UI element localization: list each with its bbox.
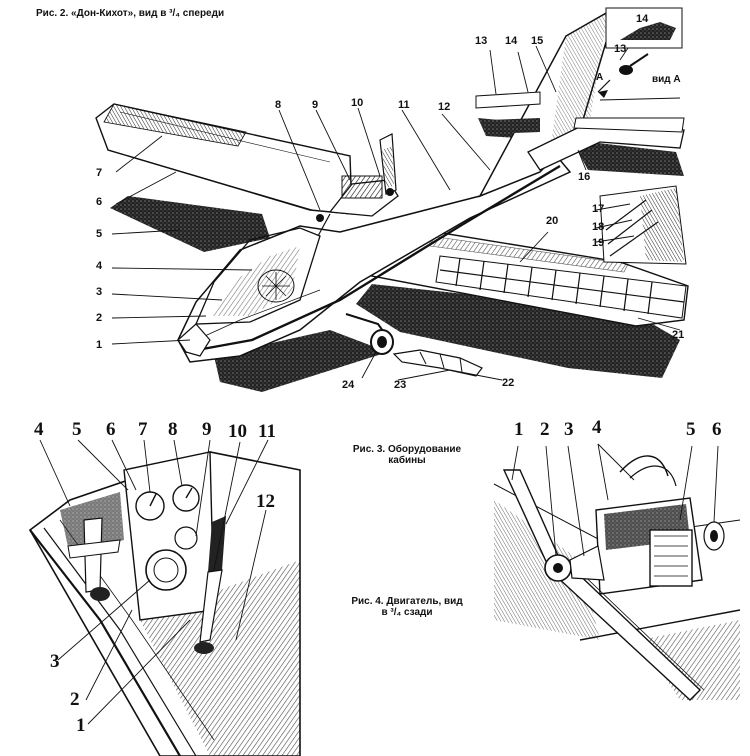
- fig2-label-20: 20: [546, 215, 559, 227]
- fig4-label-2: 2: [540, 419, 550, 440]
- fig3-label-11: 11: [258, 421, 276, 442]
- engine-pylon: [316, 133, 399, 237]
- control-stick: [194, 516, 226, 654]
- fig3-label-4: 4: [34, 419, 44, 440]
- fig2-label-14: 14: [505, 35, 518, 47]
- fig2-label-15: 15: [531, 35, 544, 47]
- fig3-label-8: 8: [168, 419, 178, 440]
- fig2-label-16: 16: [578, 171, 591, 183]
- view-a-caption: вид А: [652, 74, 681, 85]
- fig2-label-19: 19: [592, 237, 605, 249]
- fig3-label-3: 3: [50, 651, 60, 672]
- fig2-caption: Рис. 2. «Дон-Кихот», вид в ³/₄ спереди: [36, 8, 225, 19]
- fig3-caption: Рис. 3. Оборудование кабины: [352, 444, 462, 466]
- view-a-marker: А: [596, 72, 604, 83]
- fig3-label-12: 12: [256, 491, 275, 512]
- fig2-label-6: 6: [96, 196, 103, 208]
- fig3-label-5: 5: [72, 419, 82, 440]
- fig3-label-6: 6: [106, 419, 116, 440]
- fig4-label-4: 4: [592, 417, 602, 438]
- fuselage: [177, 159, 572, 363]
- inset-label-14: 14: [636, 13, 649, 25]
- rudder-pedals: [67, 517, 121, 601]
- fig3-label-1: 1: [76, 715, 86, 736]
- fig2-leader-lines: [111, 45, 681, 381]
- fig2-label-24: 24: [342, 379, 355, 391]
- fig4-leader-lines: [511, 443, 719, 557]
- fig2-label-11: 11: [398, 99, 410, 111]
- fig4-label-3: 3: [564, 419, 574, 440]
- fig2-label-23: 23: [394, 379, 407, 391]
- inset-label-13: 13: [614, 43, 627, 55]
- fig2-label-21: 21: [672, 329, 685, 341]
- fig2-label-17: 17: [592, 203, 605, 215]
- fig3-label-10: 10: [228, 421, 247, 442]
- right-wing: [329, 231, 689, 327]
- fig2-label-3: 3: [96, 286, 103, 298]
- fig3-label-9: 9: [202, 419, 212, 440]
- fig2-label-2: 2: [96, 312, 103, 324]
- fig2-label-12: 12: [438, 101, 451, 113]
- fig4-label-6: 6: [712, 419, 722, 440]
- fig3-label-7: 7: [138, 419, 148, 440]
- tail: [475, 10, 685, 198]
- fig2-label-1: 1: [96, 339, 103, 351]
- fig2-label-13: 13: [475, 35, 488, 47]
- fig2-label-18: 18: [592, 221, 605, 233]
- fig3-leader-lines: [39, 439, 269, 725]
- fig4-label-1: 1: [514, 419, 524, 440]
- fig2-label-7: 7: [96, 167, 103, 179]
- propeller: [502, 469, 705, 701]
- fig2-label-5: 5: [96, 228, 103, 240]
- fig4-caption-line1: Рис. 4. Двигатель, вид: [351, 596, 463, 607]
- fig4-caption-line2: в ³/₄ сзади: [381, 607, 433, 618]
- fig2-label-8: 8: [275, 99, 282, 111]
- landing-gear: [345, 313, 483, 377]
- fig3-label-2: 2: [70, 689, 80, 710]
- fig2-label-22: 22: [502, 377, 515, 389]
- fig4-label-5: 5: [686, 419, 696, 440]
- instrument-panel: [123, 451, 215, 621]
- fig2-label-10: 10: [351, 97, 364, 109]
- view-a-inset: [597, 7, 683, 98]
- left-wing: [95, 103, 353, 215]
- fig2-label-4: 4: [96, 260, 103, 272]
- fig2-label-9: 9: [312, 99, 319, 111]
